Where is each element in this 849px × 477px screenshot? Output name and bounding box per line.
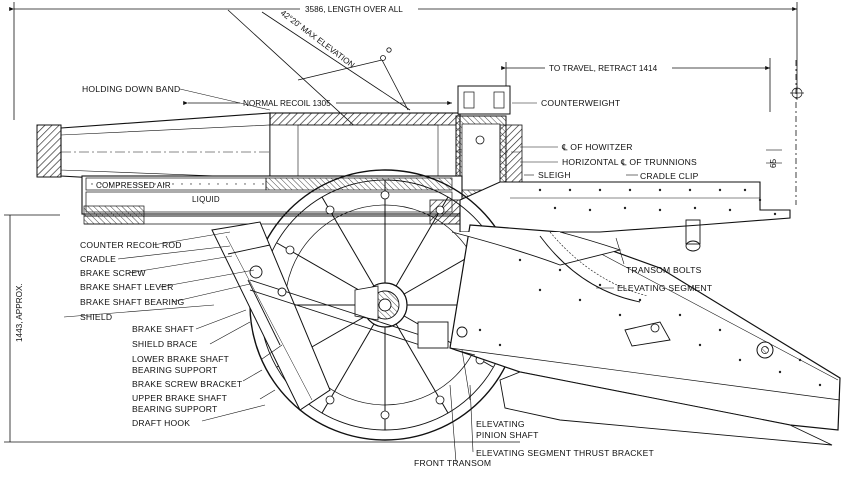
label-brake-screw: BRAKE SCREW bbox=[80, 268, 146, 278]
trail bbox=[449, 224, 841, 446]
label-upper-brake-shaft-1: UPPER BRAKE SHAFT bbox=[132, 393, 228, 403]
label-trunnion-axis: HORIZONTAL ℄ OF TRUNNIONS bbox=[562, 157, 697, 167]
overall-length-text: 3586, LENGTH OVER ALL bbox=[305, 5, 403, 14]
label-counterweight: COUNTERWEIGHT bbox=[541, 98, 621, 108]
brake-assembly bbox=[227, 244, 449, 349]
shield-plate bbox=[211, 221, 331, 411]
label-shield: SHIELD bbox=[80, 312, 112, 322]
label-counter-recoil-rod: COUNTER RECOIL ROD bbox=[80, 240, 182, 250]
label-elevating-pinion-2: PINION SHAFT bbox=[476, 430, 539, 440]
sight-pointer bbox=[297, 47, 409, 111]
label-cradle-clip: CRADLE CLIP bbox=[640, 171, 699, 181]
label-lower-brake-shaft-1: LOWER BRAKE SHAFT bbox=[132, 354, 230, 364]
elevating-pinion-shaft bbox=[454, 326, 476, 356]
label-howitzer-axis: ℄ OF HOWITZER bbox=[561, 142, 633, 152]
label-brake-shaft-lever: BRAKE SHAFT LEVER bbox=[80, 282, 174, 292]
elevating-segment bbox=[451, 231, 649, 303]
normal-recoil-text: NORMAL RECOIL 1305 bbox=[243, 99, 331, 108]
height-dimension bbox=[4, 214, 520, 443]
height-approx-text: 1443, APPROX. bbox=[15, 283, 24, 342]
reference-cross bbox=[790, 86, 804, 100]
label-brake-shaft-bearing: BRAKE SHAFT BEARING bbox=[80, 297, 185, 307]
label-draft-hook: DRAFT HOOK bbox=[132, 418, 190, 428]
label-upper-brake-shaft-2: BEARING SUPPORT bbox=[132, 404, 218, 414]
overall-length-dimension bbox=[9, 2, 798, 120]
max-elevation-text: 42°20' MAX ELEVATION bbox=[279, 8, 356, 69]
travel-retract-text: TO TRAVEL, RETRACT 1414 bbox=[549, 64, 658, 73]
trunnion-offset-ticks bbox=[766, 149, 782, 164]
label-elevating-pinion-1: ELEVATING bbox=[476, 419, 525, 429]
label-cradle: CRADLE bbox=[80, 254, 116, 264]
label-brake-screw-bracket: BRAKE SCREW BRACKET bbox=[132, 379, 243, 389]
cradle bbox=[459, 181, 791, 252]
label-lower-brake-shaft-2: BEARING SUPPORT bbox=[132, 365, 218, 375]
leader-lines bbox=[63, 88, 625, 463]
label-brake-shaft: BRAKE SHAFT bbox=[132, 324, 194, 334]
counterweight bbox=[457, 85, 511, 115]
label-holding-down-band: HOLDING DOWN BAND bbox=[82, 84, 180, 94]
label-shield-brace: SHIELD BRACE bbox=[132, 339, 198, 349]
label-sleigh: SLEIGH bbox=[538, 170, 571, 180]
wheel-hub bbox=[354, 282, 408, 328]
label-transom-bolts: TRANSOM BOLTS bbox=[626, 265, 702, 275]
label-front-transom: FRONT TRANSOM bbox=[414, 458, 491, 468]
label-thrust-bracket: ELEVATING SEGMENT THRUST BRACKET bbox=[476, 448, 655, 458]
label-elevating-segment: ELEVATING SEGMENT bbox=[617, 283, 713, 293]
label-liquid: LIQUID bbox=[192, 195, 220, 204]
label-compressed-air: COMPRESSED AIR bbox=[96, 181, 171, 190]
